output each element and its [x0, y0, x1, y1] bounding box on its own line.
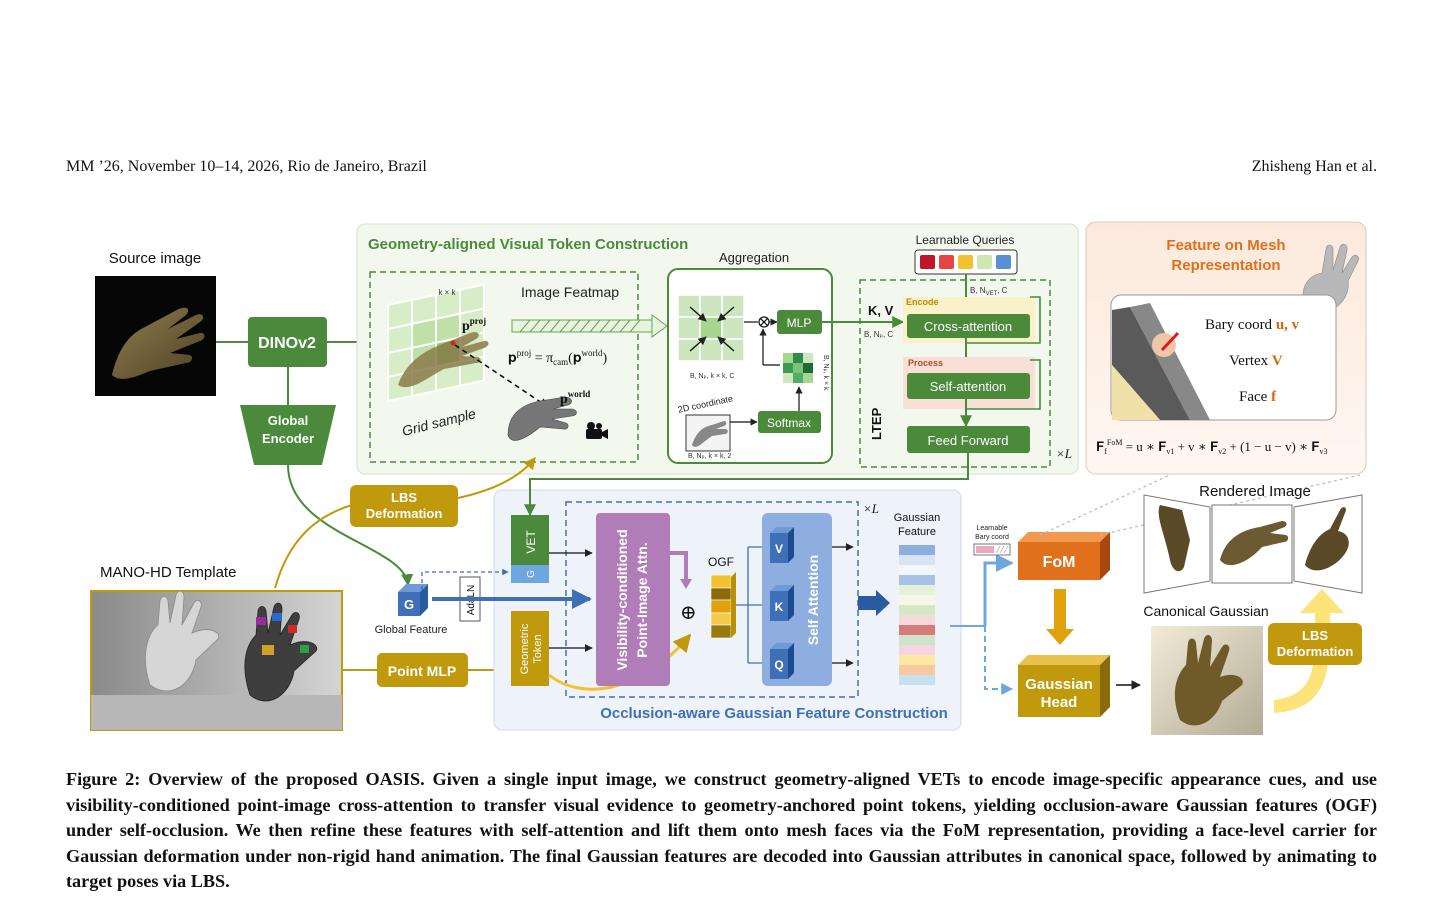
feature-routing: Learnable Bary coord	[950, 525, 1014, 695]
vet-g-label: G	[526, 570, 537, 578]
gaussian-head-line1: Gaussian	[1025, 676, 1093, 693]
image-featmap-label: Image Featmap	[521, 284, 619, 300]
mano-template-label: MANO-HD Template	[100, 564, 236, 581]
kv-dims-label: B, Nₚ, C	[864, 330, 893, 339]
kxk-label: k × k	[438, 288, 456, 297]
source-image	[95, 276, 216, 396]
kv-label: K, V	[868, 303, 894, 318]
dinov2-label: DINOv2	[258, 335, 316, 352]
aggregation-label: Aggregation	[719, 250, 789, 265]
source-image-label: Source image	[109, 250, 202, 267]
point-mlp-label: Point MLP	[388, 663, 456, 679]
vcpia-line1: Visibility-conditioned	[614, 529, 630, 670]
mano-template-image	[90, 590, 343, 731]
global-feature-label: Global Feature	[375, 624, 448, 636]
learnable-bary-line1: Learnable	[976, 525, 1007, 532]
global-encoder-line1: Global	[268, 413, 308, 428]
figure-caption: Figure 2: Overview of the proposed OASIS…	[66, 769, 1377, 892]
running-header-right: Zhisheng Han et al.	[1251, 158, 1377, 175]
self-attention-label: Self-attention	[930, 379, 1007, 394]
fom-label: FoM	[1043, 554, 1076, 571]
fom-equation: 𝐅fFoM = u ∗ 𝐅v1 + v ∗ 𝐅v2 + (1 − u − v) …	[1096, 438, 1327, 456]
fom-block: FoM	[1018, 474, 1361, 580]
rendered-images	[1143, 494, 1363, 594]
self-attention-vertical-label: Self Attention	[805, 555, 821, 645]
p-proj-label: pproj	[462, 316, 486, 334]
weight-dims-label: B, Nₚ, k × k	[822, 355, 829, 391]
fom-title-line2: Representation	[1171, 257, 1280, 274]
gvtc-title: Geometry-aligned Visual Token Constructi…	[368, 236, 688, 253]
point-mlp: Point MLP	[342, 653, 510, 687]
self-attention-block: V K Q Self Attention	[762, 513, 890, 686]
encode-label: Encode	[906, 297, 939, 307]
geometric-token-line1: Geometric	[519, 623, 531, 674]
bary-coord-label: Bary coord u, v	[1205, 317, 1300, 333]
fom-title-line1: Feature on Mesh	[1166, 237, 1285, 254]
ltep-label: LTEP	[869, 407, 884, 440]
add-symbol: ⊕	[680, 602, 697, 624]
face-label: Face f	[1239, 389, 1277, 405]
camera-icon	[586, 422, 608, 439]
k-label: K	[775, 600, 784, 614]
canonical-gaussian-label: Canonical Gaussian	[1143, 603, 1268, 619]
q-token-label: Q	[774, 658, 783, 672]
process-label: Process	[908, 358, 943, 368]
ogfc-title: Occlusion-aware Gaussian Feature Constru…	[600, 705, 948, 722]
fom-to-head-arrow	[1046, 589, 1074, 645]
lbs-deformation-right: LBS Deformation	[1268, 589, 1362, 713]
vertex-label: Vertex V	[1229, 353, 1283, 369]
learnable-bary-line2: Bary coord	[975, 534, 1009, 541]
grid-sample-box: k × k Grid sample pproj pworld	[369, 271, 639, 463]
lbs-left-line2: Deformation	[366, 506, 443, 521]
rendered-image-label: Rendered Image	[1199, 483, 1311, 500]
attention-weights-grid	[783, 353, 813, 383]
feed-forward-label: Feed Forward	[928, 433, 1009, 448]
global-encoder: Global Encoder	[240, 405, 414, 587]
ogf-token: OGF	[708, 546, 768, 664]
gaussian-feature-line1: Gaussian	[894, 512, 940, 524]
lbs-left-line1: LBS	[391, 490, 417, 505]
mlp-label: MLP	[787, 316, 812, 330]
gaussian-head-line2: Head	[1041, 694, 1078, 711]
vet-label: VET	[524, 530, 538, 554]
global-encoder-line2: Encoder	[262, 431, 314, 446]
ogfc-repeat-label: ×L	[863, 501, 879, 516]
global-feature: G Global Feature	[375, 584, 448, 636]
gaussian-feature-line2: Feature	[898, 526, 936, 538]
visibility-conditioned-attention: Visibility-conditioned Point-Image Attn.…	[596, 513, 697, 686]
g-label: G	[404, 597, 414, 612]
learnable-queries-label: Learnable Queries	[916, 233, 1015, 247]
coord-dims-label: B, Nₚ, k × k, 2	[688, 453, 731, 460]
running-header-left: MM ’26, November 10–14, 2026, Rio de Jan…	[66, 158, 427, 175]
q-dims-label: B, NVET, C	[970, 286, 1008, 297]
vet-token: VET G	[511, 515, 593, 583]
aggregation-box: Aggregation B, Nₚ, k × k, C 2D coordinat…	[667, 250, 833, 464]
v-label: V	[775, 542, 783, 556]
cross-attention-label: Cross-attention	[924, 319, 1012, 334]
p-world-label: pworld	[560, 389, 590, 407]
vcpia-line2: Point-Image Attn.	[634, 542, 650, 657]
lbs-right-line2: Deformation	[1277, 644, 1354, 659]
ogf-label: OGF	[708, 555, 734, 569]
agg-dims-label: B, Nₚ, k × k, C	[690, 373, 734, 380]
geometric-token: Geometric Token	[511, 611, 692, 691]
ltep-box: K, V B, Nₚ, C Learnable Queries B, NVET,…	[822, 233, 1072, 468]
canonical-gaussian-image	[1151, 626, 1263, 735]
geometric-token-line2: Token	[532, 634, 544, 663]
softmax-label: Softmax	[767, 416, 811, 430]
overview-figure: Source image DINOv2 Global Encoder Geome…	[90, 221, 1367, 735]
dinov2-block: DINOv2	[216, 317, 387, 405]
fom-panel: Feature on Mesh Representation Bary coor…	[1085, 221, 1367, 475]
lbs-deformation-left: LBS Deformation	[274, 457, 536, 589]
gaussian-head: Gaussian Head	[1018, 655, 1141, 717]
ltep-repeat-label: ×L	[1056, 446, 1072, 461]
lbs-right-line1: LBS	[1302, 628, 1328, 643]
gaussian-feature-column: Gaussian Feature	[894, 512, 940, 685]
